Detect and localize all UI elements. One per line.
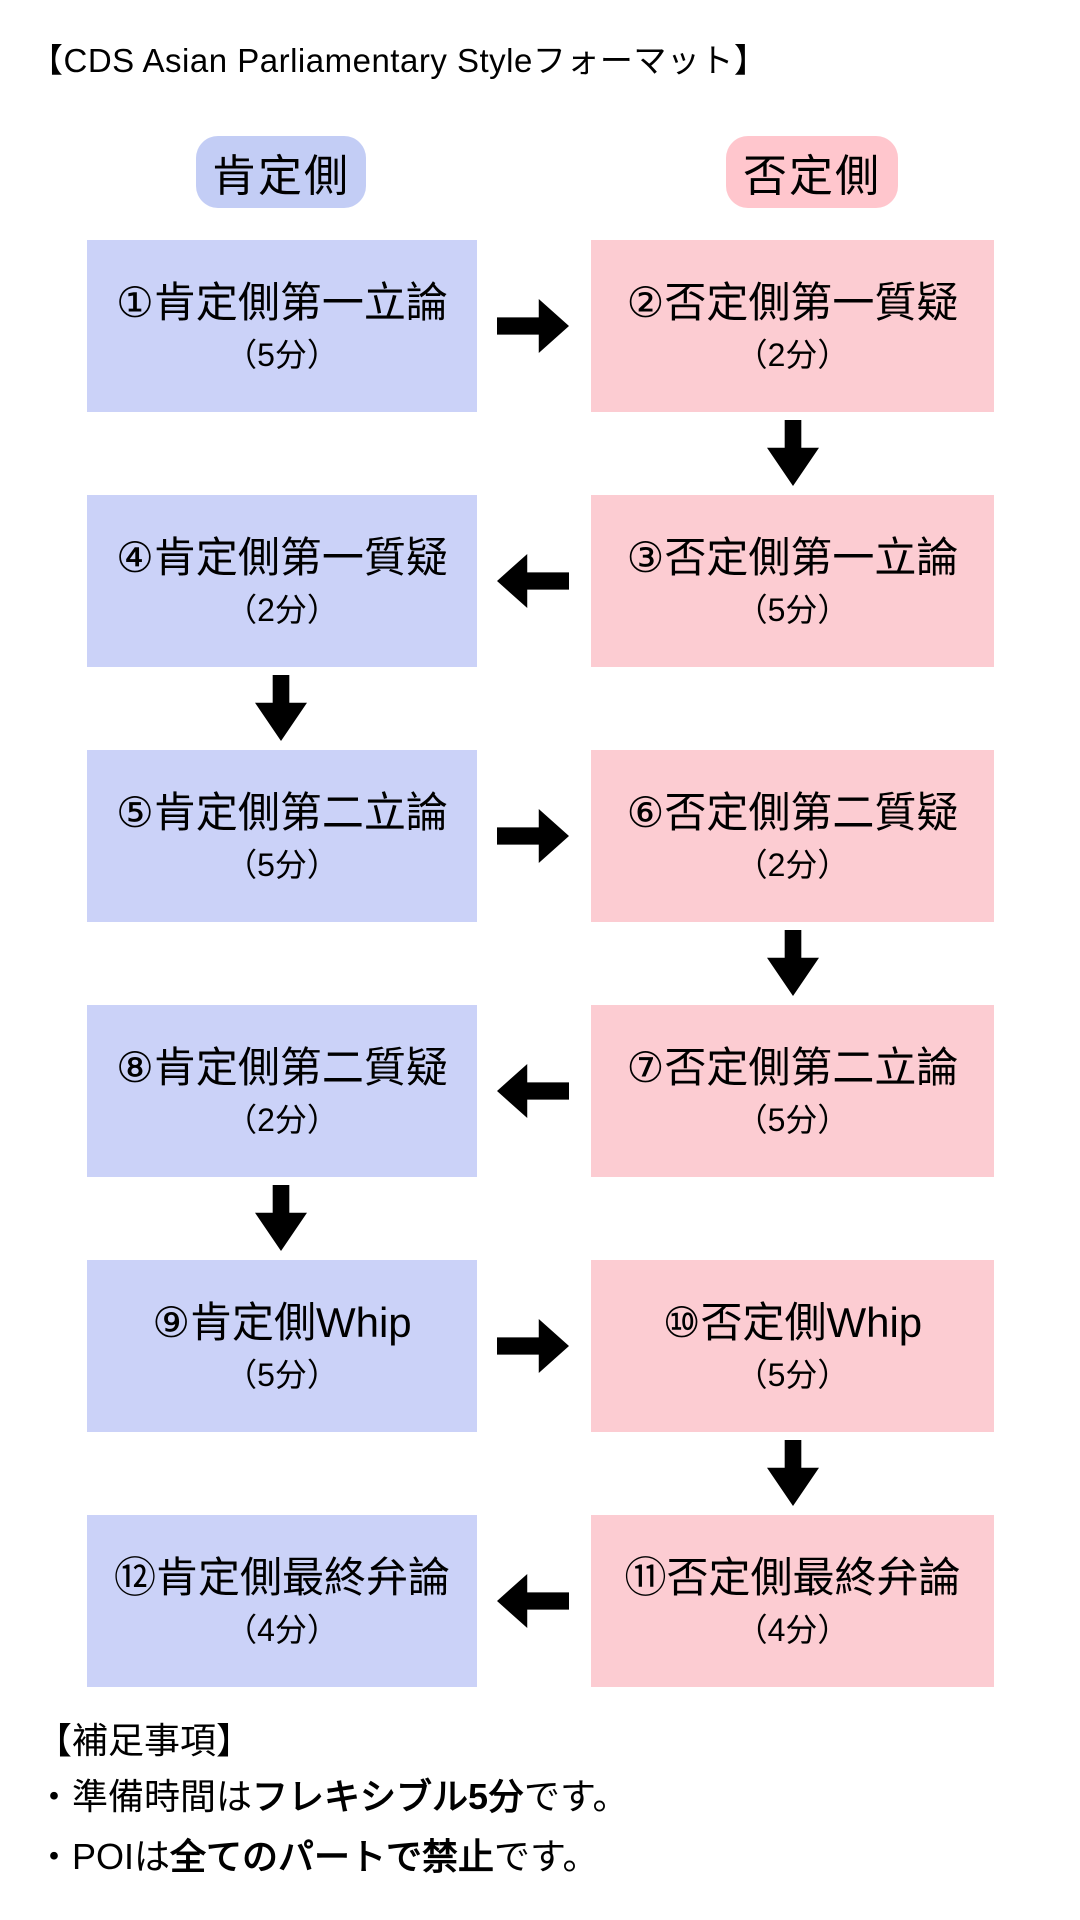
step-time: （5分） — [735, 1357, 850, 1393]
step-label: ⑧肯定側第二質疑 — [116, 1044, 448, 1091]
step-time: （5分） — [225, 1357, 339, 1393]
flow-arrow-right-icon — [497, 299, 569, 353]
flow-arrow-right-icon — [497, 1319, 569, 1373]
flow-arrow-down-icon — [767, 420, 819, 486]
step-box-negative-whip: ⑩否定側Whip （5分） — [591, 1260, 994, 1432]
flow-row-2: ④肯定側第一質疑 （2分） ③否定側第一立論 （5分） — [0, 495, 1080, 667]
step-label: ③否定側第一立論 — [626, 534, 959, 581]
step-label: ⑨肯定側Whip — [152, 1299, 412, 1346]
step-box-negative-final-focus: ⑪否定側最終弁論 （4分） — [591, 1515, 994, 1687]
flow-arrow-right-icon — [497, 809, 569, 863]
notes-heading: 【補足事項】 — [36, 1720, 253, 1761]
flow-arrow-left-icon — [497, 554, 569, 608]
step-time: （2分） — [225, 1102, 339, 1138]
step-box-affirmative-1st-constructive: ①肯定側第一立論 （5分） — [87, 240, 477, 412]
step-label: ⑫肯定側最終弁論 — [113, 1554, 450, 1601]
flow-row-6: ⑫肯定側最終弁論 （4分） ⑪否定側最終弁論 （4分） — [0, 1515, 1080, 1687]
step-box-affirmative-2nd-cross-examination: ⑧肯定側第二質疑 （2分） — [87, 1005, 477, 1177]
step-label: ⑤肯定側第二立論 — [116, 789, 448, 836]
step-box-affirmative-final-focus: ⑫肯定側最終弁論 （4分） — [87, 1515, 477, 1687]
step-box-affirmative-2nd-constructive: ⑤肯定側第二立論 （5分） — [87, 750, 477, 922]
flow-arrow-left-icon — [497, 1574, 569, 1628]
step-box-negative-2nd-constructive: ⑦否定側第二立論 （5分） — [591, 1005, 994, 1177]
step-box-negative-1st-constructive: ③否定側第一立論 （5分） — [591, 495, 994, 667]
step-time: （5分） — [225, 847, 339, 883]
note-poi-rule: ・POIは全てのパートで禁止です。 — [36, 1828, 598, 1880]
step-time: （4分） — [225, 1612, 339, 1648]
step-time: （5分） — [225, 337, 339, 373]
step-time: （2分） — [735, 847, 850, 883]
flow-row-3: ⑤肯定側第二立論 （5分） ⑥否定側第二質疑 （2分） — [0, 750, 1080, 922]
step-time: （2分） — [225, 592, 339, 628]
step-label: ⑩否定側Whip — [662, 1299, 923, 1346]
step-box-negative-1st-cross-examination: ②否定側第一質疑 （2分） — [591, 240, 994, 412]
step-label: ⑦否定側第二立論 — [626, 1044, 959, 1091]
note-text: です。 — [524, 1776, 629, 1817]
flow-arrow-down-icon — [767, 1440, 819, 1506]
flow-row-5: ⑨肯定側Whip （5分） ⑩否定側Whip （5分） — [0, 1260, 1080, 1432]
step-label: ④肯定側第一質疑 — [116, 534, 448, 581]
negative-side-label: 否定側 — [743, 152, 881, 201]
note-text: ・POIは — [36, 1836, 171, 1877]
step-time: （5分） — [735, 592, 850, 628]
step-box-affirmative-1st-cross-examination: ④肯定側第一質疑 （2分） — [87, 495, 477, 667]
flow-row-1: ①肯定側第一立論 （5分） ②否定側第一質疑 （2分） — [0, 240, 1080, 412]
page-title: 【CDS Asian Parliamentary Styleフォーマット】 — [30, 42, 768, 79]
step-box-affirmative-whip: ⑨肯定側Whip （5分） — [87, 1260, 477, 1432]
step-box-negative-2nd-cross-examination: ⑥否定側第二質疑 （2分） — [591, 750, 994, 922]
flow-row-4: ⑧肯定側第二質疑 （2分） ⑦否定側第二立論 （5分） — [0, 1005, 1080, 1177]
note-prep-time: ・準備時間はフレキシブル5分です。 — [36, 1768, 628, 1820]
note-text-bold: フレキシブル5分 — [252, 1776, 525, 1817]
affirmative-side-header: 肯定側 — [196, 136, 366, 208]
step-label: ⑪否定側最終弁論 — [624, 1554, 961, 1601]
step-label: ②否定側第一質疑 — [626, 279, 959, 326]
flow-arrow-left-icon — [497, 1064, 569, 1118]
affirmative-side-label: 肯定側 — [212, 152, 350, 201]
note-text: ・準備時間は — [36, 1776, 253, 1817]
note-text: です。 — [494, 1836, 599, 1877]
note-text-bold: 全てのパートで禁止 — [170, 1836, 495, 1877]
step-label: ①肯定側第一立論 — [116, 279, 448, 326]
flow-arrow-down-icon — [255, 675, 307, 741]
step-time: （4分） — [735, 1612, 850, 1648]
flow-arrow-down-icon — [767, 930, 819, 996]
step-time: （2分） — [735, 337, 850, 373]
step-time: （5分） — [735, 1102, 850, 1138]
negative-side-header: 否定側 — [726, 136, 898, 208]
step-label: ⑥否定側第二質疑 — [626, 789, 959, 836]
flow-arrow-down-icon — [255, 1185, 307, 1251]
